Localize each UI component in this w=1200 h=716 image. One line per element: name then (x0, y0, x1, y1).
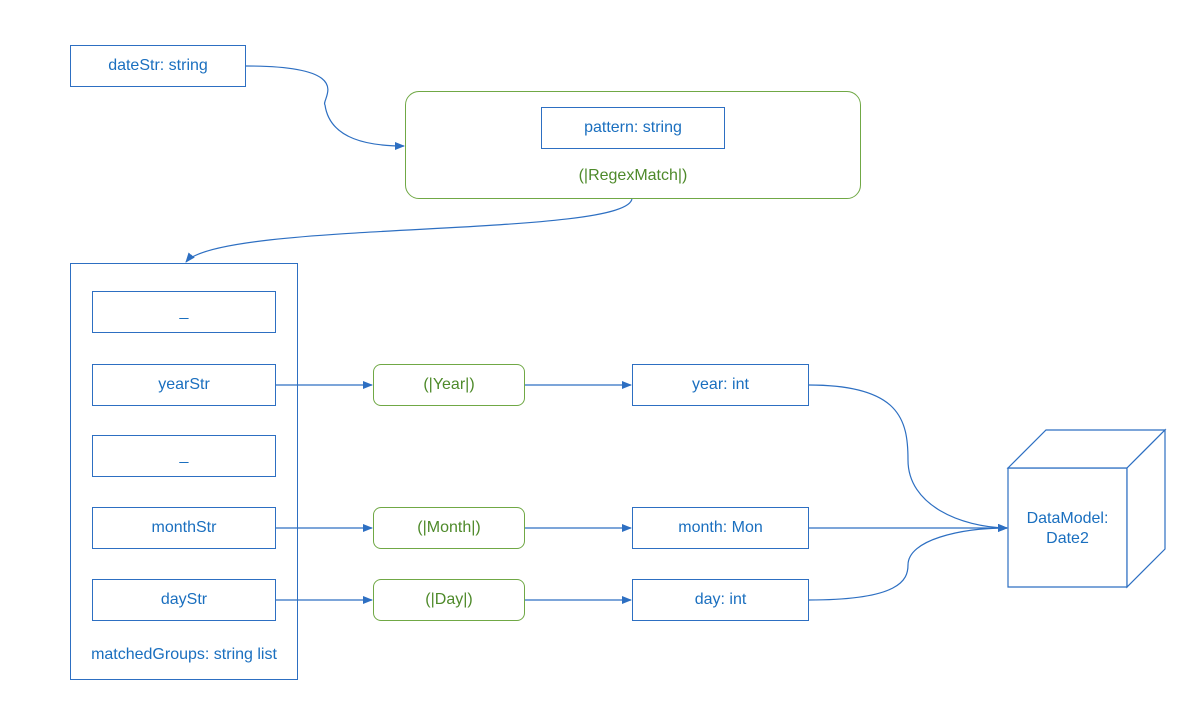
matched-group-item: dayStr (92, 579, 276, 621)
matched-group-label: _ (179, 447, 189, 464)
day-output-node: day: int (632, 579, 809, 621)
pattern-label: pattern: string (584, 119, 682, 136)
matched-group-item: _ (92, 291, 276, 333)
datamodel-label: DataModel: Date2 (1008, 509, 1127, 549)
month-output-node: month: Mon (632, 507, 809, 549)
arrow-regexmatch-to-matchedgroups (185, 197, 633, 263)
matched-group-item: yearStr (92, 364, 276, 406)
matched-group-label: monthStr (151, 519, 217, 536)
regexmatch-title: (|RegexMatch|) (578, 167, 688, 184)
year-pattern-node: (|Year|) (373, 364, 525, 406)
matchedgroups-node (70, 263, 298, 680)
regexmatch-node (405, 91, 861, 199)
matched-group-item: monthStr (92, 507, 276, 549)
datamodel-line-2: Date2 (1046, 530, 1089, 547)
matched-group-label: yearStr (158, 376, 210, 393)
day-output-label: day: int (694, 591, 747, 608)
arrow-day-output-to-datamodel (808, 524, 1008, 601)
day-pattern-node: (|Day|) (373, 579, 525, 621)
matched-group-label: _ (179, 303, 189, 320)
year-pattern-label: (|Year|) (423, 376, 475, 393)
year-output-label: year: int (692, 376, 749, 393)
datamodel-line-1: DataModel: (1026, 510, 1109, 527)
pattern-node: pattern: string (541, 107, 725, 149)
year-output-node: year: int (632, 364, 809, 406)
month-pattern-label: (|Month|) (417, 519, 481, 536)
matchedgroups-title: matchedGroups: string list (91, 646, 277, 663)
month-pattern-node: (|Month|) (373, 507, 525, 549)
arrow-datestr-to-regexmatch (245, 65, 405, 150)
matched-group-label: dayStr (160, 591, 208, 608)
datestr-node: dateStr: string (70, 45, 246, 87)
day-pattern-label: (|Day|) (425, 591, 473, 608)
matched-group-item: _ (92, 435, 276, 477)
datamodel-cube-shape (1006, 428, 1167, 589)
month-output-label: month: Mon (678, 519, 763, 536)
datestr-label: dateStr: string (108, 57, 208, 74)
arrow-year-output-to-datamodel (808, 384, 1008, 532)
